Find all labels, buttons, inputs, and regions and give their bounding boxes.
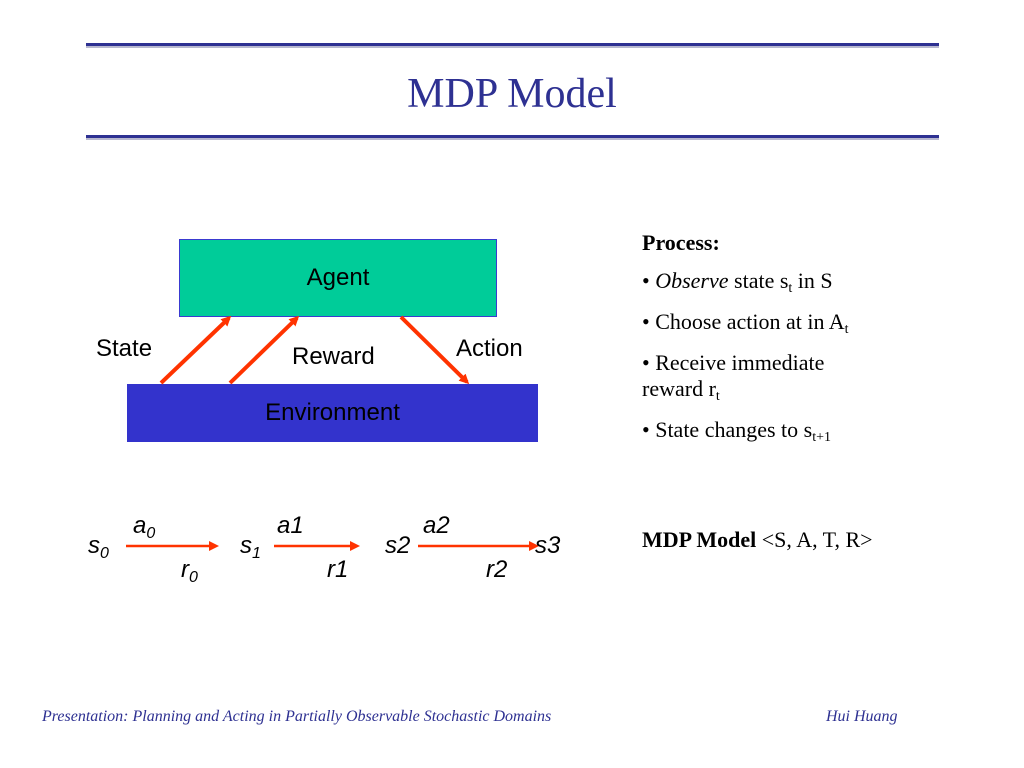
process-item-changes: • State changes to st+1 xyxy=(642,417,942,445)
process-item-observe: • Observe state st in S xyxy=(642,268,942,296)
reward-arrow xyxy=(228,315,300,385)
reward-r0: r0 xyxy=(181,556,198,586)
state-s0-sub: 0 xyxy=(100,545,109,562)
action-a1: a1 xyxy=(277,512,304,539)
mdp-model-tuple: <S, A, T, R> xyxy=(761,527,873,552)
action-arrow xyxy=(399,315,470,385)
footer-presentation-title: Presentation: Planning and Acting in Par… xyxy=(42,708,552,725)
observe-sub: t xyxy=(788,281,793,296)
agent-box: Agent xyxy=(179,239,497,317)
changes-sub: t+1 xyxy=(812,430,832,445)
choose-sub: t xyxy=(844,322,849,337)
title-underline-shadow xyxy=(86,138,939,140)
action-label: Action xyxy=(456,335,523,362)
changes-text: • State changes to s xyxy=(642,417,813,442)
receive-line2: reward r xyxy=(642,376,716,401)
state-s1: s1 xyxy=(240,532,261,562)
environment-box: Environment xyxy=(127,384,538,442)
observe-word: Observe xyxy=(655,268,729,293)
state-s1-sub: 1 xyxy=(252,545,261,562)
observe-mid: state s xyxy=(734,268,789,293)
footer-author: Hui Huang xyxy=(826,708,898,725)
top-rule xyxy=(86,43,939,46)
action-a2: a2 xyxy=(423,512,450,539)
state-s2: s2 xyxy=(385,532,411,559)
reward-r2: r2 xyxy=(486,556,508,583)
mdp-model-line: MDP Model <S, A, T, R> xyxy=(642,527,873,553)
process-heading: Process: xyxy=(642,230,720,255)
bullet: • xyxy=(642,268,650,293)
state-s0-base: s xyxy=(88,532,100,559)
slide-title: MDP Model xyxy=(407,71,617,117)
receive-line1: • Receive immediate xyxy=(642,350,825,375)
action-a0: a0 xyxy=(133,512,156,542)
observe-end: in S xyxy=(797,268,833,293)
reward-r0-base: r xyxy=(181,556,189,583)
action-a0-base: a xyxy=(133,512,147,539)
state-s3: s3 xyxy=(535,532,561,559)
process-item-choose: • Choose action at in At xyxy=(642,309,942,337)
process-list: Process: • Observe state st in S • Choos… xyxy=(642,230,942,458)
receive-sub: t xyxy=(715,389,720,404)
environment-label: Environment xyxy=(265,399,400,426)
state-s0: s0 xyxy=(88,532,109,562)
reward-r1: r1 xyxy=(327,556,349,583)
top-rule-shadow xyxy=(86,46,939,48)
mdp-model-label: MDP Model xyxy=(642,527,757,552)
agent-label: Agent xyxy=(306,264,370,291)
action-a0-sub: 0 xyxy=(146,525,156,542)
title-underline xyxy=(86,135,939,138)
state-arrow xyxy=(159,315,232,385)
state-label: State xyxy=(96,335,153,362)
reward-r0-sub: 0 xyxy=(189,569,198,586)
reward-label: Reward xyxy=(292,343,375,370)
choose-text: • Choose action at in A xyxy=(642,309,845,334)
state-s1-base: s xyxy=(240,532,252,559)
